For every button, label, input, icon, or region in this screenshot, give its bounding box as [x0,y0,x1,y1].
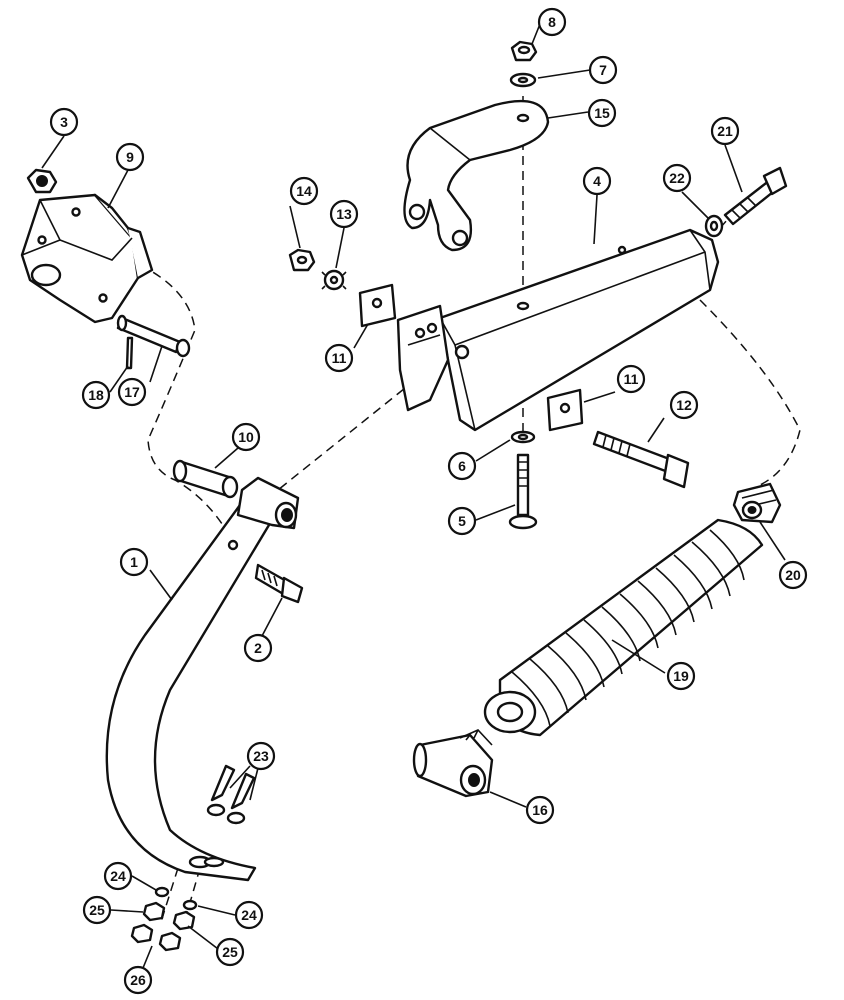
callout-7: 7 [588,55,618,85]
bolt-2 [254,563,304,604]
nut-26a [130,923,154,944]
callout-1: 1 [119,547,149,577]
callout-24a: 24 [103,861,133,891]
nut-3 [26,168,58,194]
coil-spring-19 [483,518,764,737]
callout-label-15: 15 [594,105,610,121]
tooth-bolts-23 [206,764,256,825]
lock-washer-24a [154,886,170,898]
lock-washer-13 [321,269,347,291]
nut-14 [288,248,316,272]
callout-label-14: 14 [296,183,312,199]
callout-22: 22 [662,163,692,193]
bolt-12 [592,430,690,489]
callout-26: 26 [123,965,153,995]
callout-17: 17 [117,377,147,407]
callout-24b: 24 [234,900,264,930]
callout-label-7: 7 [599,62,607,78]
cotter-pin-18 [125,336,134,370]
callout-10: 10 [231,422,261,452]
leader-lines [41,23,786,969]
callout-label-20: 20 [785,567,801,583]
callout-4: 4 [582,166,612,196]
nut-25a [142,901,166,922]
callout-6: 6 [447,451,477,481]
callout-25a: 25 [82,895,112,925]
callout-5: 5 [447,506,477,536]
callout-label-18: 18 [88,387,104,403]
callout-23: 23 [246,741,276,771]
pivot-tube [236,476,300,530]
callout-label-3: 3 [60,114,68,130]
lock-washer-24b [182,899,198,911]
callout-label-24b: 24 [241,907,257,923]
callout-label-6: 6 [458,458,466,474]
callout-label-11b: 11 [624,371,639,387]
frame-beam-4 [396,228,720,432]
callout-label-21: 21 [717,123,733,139]
callout-25b: 25 [215,937,245,967]
bolt-21 [723,166,788,226]
callout-label-16: 16 [532,802,548,818]
shank [105,503,274,882]
bracket-to-shank-line [139,264,233,541]
callout-label-4: 4 [593,173,601,189]
callout-label-22: 22 [669,170,685,186]
spacer-plate-11b [546,388,584,432]
callout-8: 8 [537,7,567,37]
nut-8 [510,40,538,62]
callout-label-11a: 11 [332,350,347,366]
callout-label-5: 5 [458,513,466,529]
frame-to-spring-line [699,299,801,486]
callout-20: 20 [778,560,808,590]
callout-label-12: 12 [676,397,692,413]
callout-label-25a: 25 [89,902,105,918]
spring-end-20 [732,482,782,524]
callout-3: 3 [49,107,79,137]
carriage-bolt-5 [508,453,538,530]
callout-9: 9 [115,142,145,172]
washer-6 [510,430,536,444]
spacer-plate-11a [358,283,397,328]
callout-label-2: 2 [254,640,262,656]
mounting-bracket [20,193,154,324]
callout-label-19: 19 [673,668,689,684]
callout-18: 18 [81,380,111,410]
callout-label-8: 8 [548,14,556,30]
callout-2: 2 [243,633,273,663]
callout-label-10: 10 [238,429,254,445]
callout-15: 15 [587,98,617,128]
callout-21: 21 [710,116,740,146]
nut-26b [158,931,182,952]
tooth-bolt-axis-2 [184,867,201,921]
callout-14: 14 [289,176,319,206]
callout-label-13: 13 [336,206,352,222]
callout-11a: 11 [324,343,354,373]
callout-label-26: 26 [130,972,146,988]
callout-16: 16 [525,795,555,825]
callout-label-23: 23 [253,748,269,764]
nut-25b [172,910,196,931]
callout-13: 13 [329,199,359,229]
clevis-pin-17 [116,314,191,358]
callout-label-1: 1 [130,554,138,570]
clevis-bracket-15 [403,99,550,252]
callout-label-24a: 24 [110,868,126,884]
washer-22 [704,214,724,238]
callout-12: 12 [669,390,699,420]
washer-7 [509,72,537,88]
small-hardware [130,886,198,952]
callout-19: 19 [666,661,696,691]
callout-label-25b: 25 [222,944,238,960]
callout-label-17: 17 [124,384,140,400]
spring-end-16 [412,729,494,798]
callout-label-9: 9 [126,149,134,165]
sleeve-10 [172,459,239,499]
callout-11b: 11 [616,364,646,394]
